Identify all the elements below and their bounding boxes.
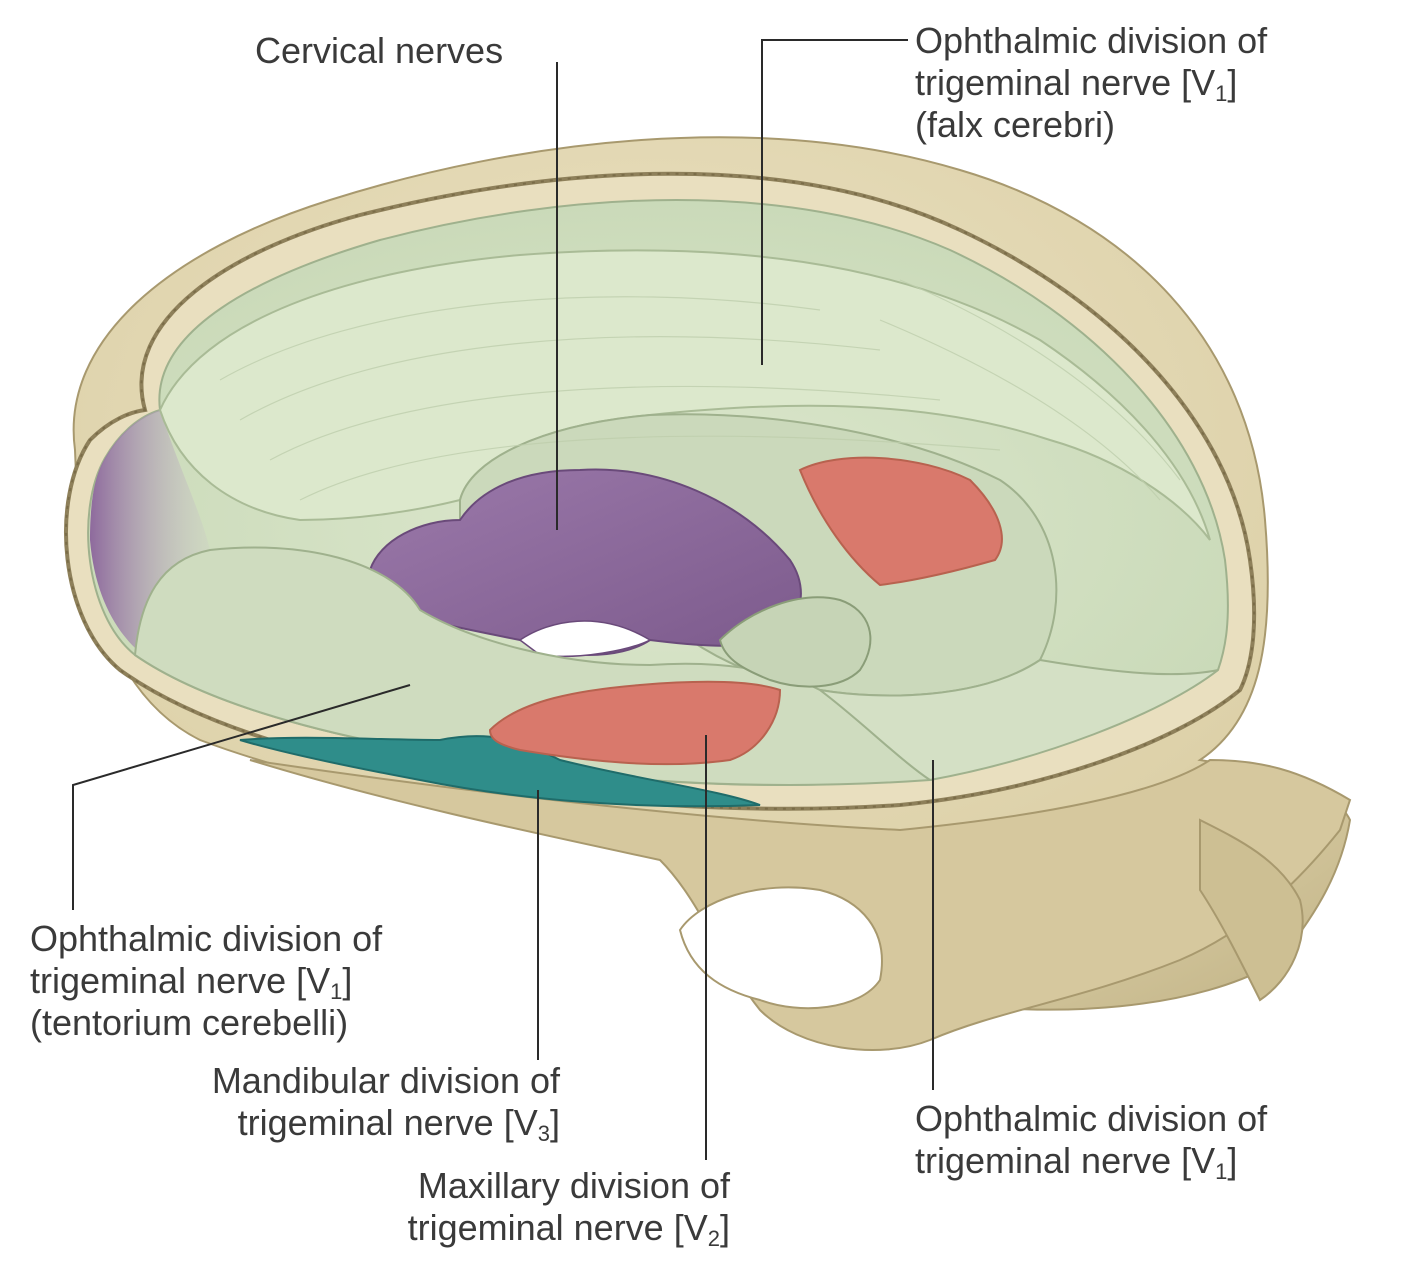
label-tentorium-cerebelli: Ophthalmic division of trigeminal nerve … — [30, 918, 382, 1044]
mandibular-teal-region — [239, 735, 761, 808]
facial-bones — [1199, 818, 1304, 1002]
label-maxillary: Maxillary division of trigeminal nerve [… — [300, 1165, 730, 1251]
leader-falx — [761, 39, 908, 365]
label-tentorium-line2-close: ] — [342, 960, 353, 1001]
label-ophthalmic-lower-line2-close: ] — [1227, 1140, 1238, 1181]
label-mandibular-line2: trigeminal nerve [V3] — [95, 1102, 560, 1146]
label-ophthalmic-lower-line2-text: trigeminal nerve [V — [915, 1140, 1216, 1181]
zygomatic-opening — [678, 886, 883, 1010]
sella-structures — [718, 596, 872, 688]
label-tentorium-line1: Ophthalmic division of — [30, 918, 383, 959]
label-maxillary-line2-close: ] — [719, 1207, 730, 1248]
label-ophthalmic-lower: Ophthalmic division of trigeminal nerve … — [915, 1098, 1268, 1184]
label-maxillary-line2: trigeminal nerve [V2] — [300, 1207, 730, 1251]
upper-red-region — [798, 456, 1003, 587]
label-falx-line2-text: trigeminal nerve [V — [915, 62, 1216, 103]
label-tentorium-line3: (tentorium cerebelli) — [30, 1002, 349, 1043]
label-mandibular-line2-close: ] — [549, 1102, 560, 1143]
falx-fiber-lines — [219, 279, 1181, 501]
leader-lines — [72, 39, 934, 1160]
foramen-opening — [518, 620, 652, 658]
label-mandibular-line2-text: trigeminal nerve [V — [237, 1102, 538, 1143]
anterior-dura — [819, 658, 1219, 782]
label-maxillary-line2-text: trigeminal nerve [V — [407, 1207, 708, 1248]
label-falx-line1: Ophthalmic division of — [915, 20, 1268, 61]
label-ophthalmic-lower-line1: Ophthalmic division of — [915, 1098, 1268, 1139]
label-falx-line2: trigeminal nerve [V1] — [915, 62, 1267, 106]
leader-tentorium — [72, 684, 411, 910]
label-mandibular-line1: Mandibular division of — [211, 1060, 560, 1101]
label-falx-cerebri: Ophthalmic division of trigeminal nerve … — [915, 20, 1267, 146]
label-mandibular-line2-sub: 3 — [537, 1121, 550, 1146]
label-falx-line2-sub: 1 — [1215, 81, 1228, 106]
label-cervical-line1: Cervical nerves — [255, 30, 504, 71]
falx-cerebri — [158, 249, 1211, 541]
label-maxillary-line1: Maxillary division of — [417, 1165, 730, 1206]
label-mandibular: Mandibular division of trigeminal nerve … — [95, 1060, 560, 1146]
label-ophthalmic-lower-line2-sub: 1 — [1215, 1159, 1228, 1184]
label-tentorium-line2-text: trigeminal nerve [V — [30, 960, 331, 1001]
label-falx-line3: (falx cerebri) — [915, 104, 1116, 145]
label-maxillary-line2-sub: 2 — [707, 1226, 720, 1251]
label-ophthalmic-lower-line2: trigeminal nerve [V1] — [915, 1140, 1267, 1184]
label-tentorium-line2: trigeminal nerve [V1] — [30, 960, 382, 1004]
lower-red-region — [488, 680, 782, 766]
label-tentorium-line2-sub: 1 — [330, 979, 343, 1004]
label-cervical-nerves: Cervical nerves — [255, 30, 503, 72]
label-falx-line2-close: ] — [1227, 62, 1238, 103]
